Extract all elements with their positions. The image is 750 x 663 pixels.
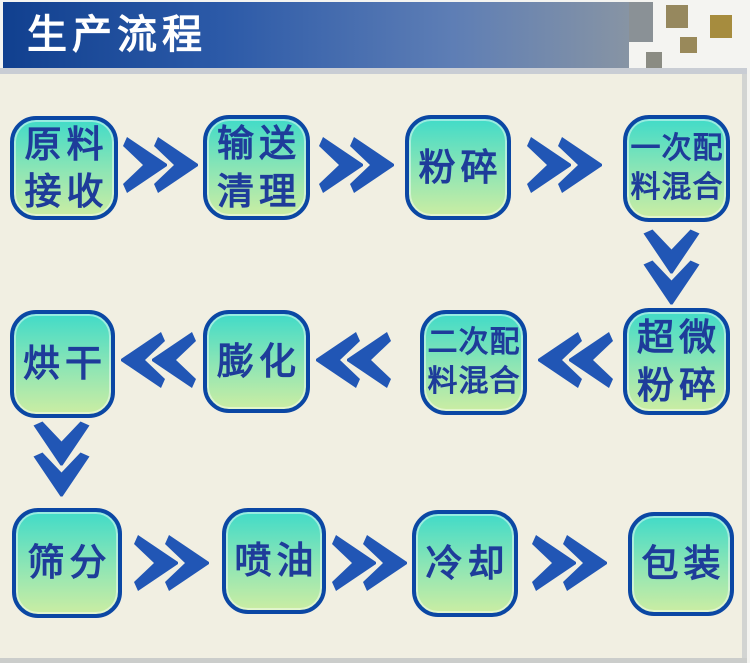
flow-box-label: 膨化 xyxy=(217,340,301,382)
flow-box-packaging: 包装 xyxy=(628,512,734,616)
flow-box-ultrafine-crushing: 超微 粉碎 xyxy=(623,308,730,415)
flow-box-label: 超微 粉碎 xyxy=(637,317,721,406)
flow-box-label: 筛分 xyxy=(27,542,112,584)
chevron-right-icon xyxy=(527,137,602,193)
flow-box-cooling: 冷却 xyxy=(412,510,518,617)
flow-box-conveying-cleaning: 输送 清理 xyxy=(203,115,310,220)
chevron-down-icon xyxy=(33,421,90,497)
decor-square-olive-large xyxy=(666,5,688,28)
header-divider xyxy=(0,68,747,74)
flow-box-label: 一次配 料混合 xyxy=(630,132,724,204)
chevron-left-icon xyxy=(121,332,196,388)
chevron-left-icon xyxy=(538,332,613,388)
decor-square-gray-small xyxy=(646,52,662,69)
header-bar: 生产流程 xyxy=(3,2,629,68)
flow-box-label: 冷却 xyxy=(425,542,510,584)
frame-border-right xyxy=(742,74,747,658)
flow-box-oil-spraying: 喷油 xyxy=(222,508,326,614)
flow-box-raw-material-receiving: 原料 接收 xyxy=(10,116,118,220)
flow-box-label: 烘干 xyxy=(23,343,107,385)
decor-square-olive-small xyxy=(680,37,697,53)
frame-border-bottom xyxy=(0,658,747,663)
flow-box-label: 二次配 料混合 xyxy=(427,326,521,398)
flow-box-label: 原料 接收 xyxy=(24,123,109,212)
decor-square-gold xyxy=(710,15,732,38)
decor-square-blue xyxy=(629,2,653,42)
flow-box-label: 喷油 xyxy=(234,540,319,582)
page-title: 生产流程 xyxy=(27,13,207,57)
chevron-right-icon xyxy=(532,535,607,591)
chevron-left-icon xyxy=(316,332,391,388)
flow-box-extrusion: 膨化 xyxy=(203,310,310,413)
flow-box-label: 包装 xyxy=(641,543,726,585)
chevron-down-icon xyxy=(643,229,700,305)
flow-box-crushing: 粉碎 xyxy=(405,115,511,220)
chevron-right-icon xyxy=(332,535,407,591)
flow-box-label: 输送 清理 xyxy=(217,123,301,212)
flow-box-second-batching-mixing: 二次配 料混合 xyxy=(420,310,527,415)
chevron-right-icon xyxy=(123,137,198,193)
flow-box-sieving: 筛分 xyxy=(12,508,122,618)
chevron-right-icon xyxy=(134,535,209,591)
flow-box-label: 粉碎 xyxy=(418,146,503,188)
chevron-right-icon xyxy=(319,137,394,193)
flow-box-drying: 烘干 xyxy=(10,310,115,418)
flow-box-first-batching-mixing: 一次配 料混合 xyxy=(623,115,730,222)
